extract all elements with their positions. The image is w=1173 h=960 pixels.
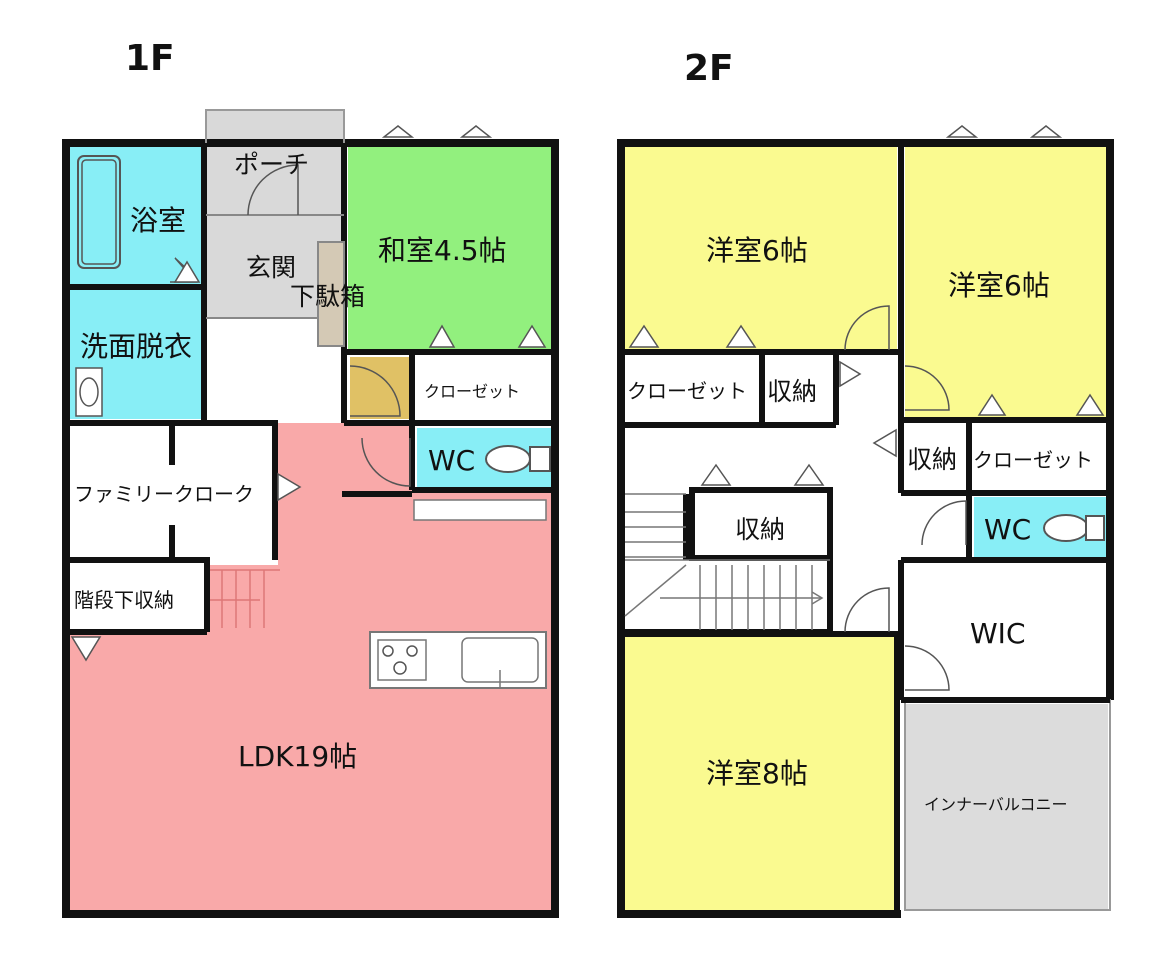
washitsu-area [348, 147, 551, 350]
floor-1f: 1F 浴室 ポーチ 玄関 下駄箱 和室4.5帖 洗面脱衣 クローゼット WC フ… [62, 38, 559, 918]
floor-2f: 2F 洋室6帖 洋室6帖 クローゼット 収納 収納 クローゼット 収納 WC W… [617, 48, 1114, 918]
room-wic: WIC [970, 617, 1026, 650]
room-inner-balcony: インナーバルコニー [924, 795, 1068, 814]
western-8-area [625, 637, 897, 910]
porch-area [206, 110, 344, 215]
room-western-right: 洋室6帖 [948, 269, 1050, 302]
balcony-area [905, 704, 1108, 910]
room-washroom: 洗面脱衣 [80, 330, 192, 363]
room-storage-top: 収納 [767, 377, 817, 406]
room-under-stair-storage: 階段下収納 [74, 588, 174, 612]
room-washitsu: 和室4.5帖 [378, 234, 507, 267]
room-storage-right: 収納 [907, 445, 957, 474]
room-family-cloak: ファミリークローク [74, 482, 254, 506]
room-ldk: LDK19帖 [238, 740, 357, 773]
room-entrance: 玄関 [246, 253, 296, 282]
room-storage-center: 収納 [735, 515, 785, 544]
room-closet-left-2f: クローゼット [627, 379, 747, 403]
room-western-8: 洋室8帖 [706, 757, 808, 790]
floor-label-1f: 1F [125, 38, 175, 79]
western-right-area [905, 147, 1106, 417]
outer-wall-1f [62, 139, 559, 918]
room-western-left: 洋室6帖 [706, 234, 808, 267]
room-wc-2f: WC [984, 513, 1031, 546]
western-left-area [625, 147, 897, 352]
room-wc-1f: WC [428, 444, 475, 477]
room-shoe-box: 下駄箱 [290, 282, 365, 311]
room-closet-1f: クローゼット [424, 382, 520, 401]
room-porch: ポーチ [234, 150, 309, 179]
room-closet-right-2f: クローゼット [973, 448, 1093, 472]
ldk-area [70, 423, 551, 910]
floor-label-2f: 2F [684, 48, 734, 89]
room-bath: 浴室 [130, 204, 186, 237]
